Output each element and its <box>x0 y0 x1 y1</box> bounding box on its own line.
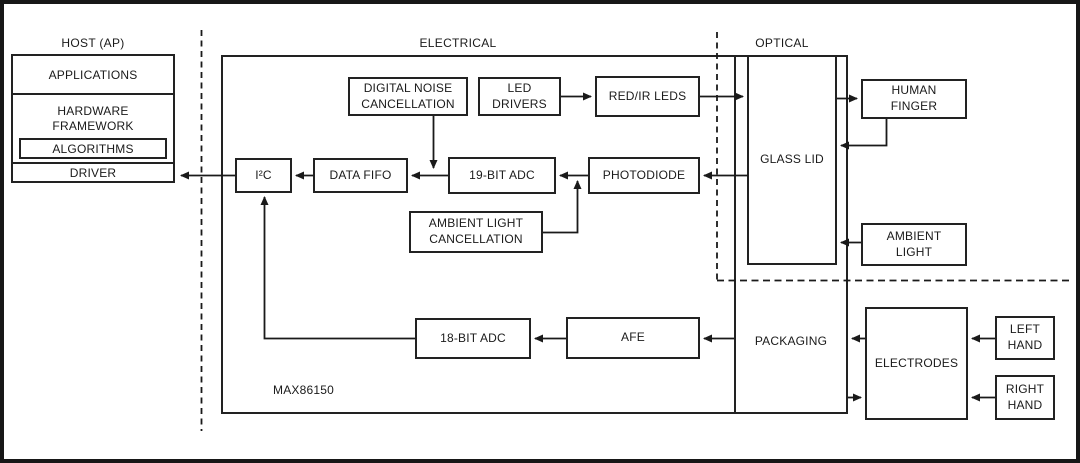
applications-block: APPLICATIONS <box>13 56 173 95</box>
hardware-framework-label: HARDWARE FRAMEWORK <box>52 103 134 134</box>
chip-name-label: MAX86150 <box>273 383 334 397</box>
led-drivers-block: LED DRIVERS <box>478 77 561 116</box>
data-fifo-block: DATA FIFO <box>313 158 408 193</box>
digital-noise-cancellation-block: DIGITAL NOISE CANCELLATION <box>348 77 468 116</box>
ambient-light-block: AMBIENT LIGHT <box>861 223 967 266</box>
red-ir-leds-block: RED/IR LEDS <box>595 76 700 117</box>
electrodes-block: ELECTRODES <box>865 307 968 420</box>
electrical-section-title: ELECTRICAL <box>419 36 497 50</box>
host-section-title: HOST (AP) <box>61 36 125 50</box>
packaging-label: PACKAGING <box>754 334 828 348</box>
algorithms-block: ALGORITHMS <box>19 138 167 159</box>
human-finger-block: HUMAN FINGER <box>861 79 967 119</box>
optical-section-title: OPTICAL <box>755 36 809 50</box>
left-hand-block: LEFT HAND <box>995 316 1055 360</box>
hardware-framework-block: HARDWARE FRAMEWORK ALGORITHMS <box>13 95 173 162</box>
host-block: APPLICATIONS HARDWARE FRAMEWORK ALGORITH… <box>11 54 175 183</box>
right-hand-block: RIGHT HAND <box>995 375 1055 420</box>
ambient-light-cancellation-block: AMBIENT LIGHT CANCELLATION <box>409 211 543 253</box>
i2c-block: I²C <box>235 158 292 193</box>
adc-19bit-block: 19-BIT ADC <box>448 157 556 194</box>
photodiode-block: PHOTODIODE <box>588 157 700 194</box>
glass-lid-block: GLASS LID <box>747 55 837 265</box>
driver-block: DRIVER <box>13 162 173 181</box>
afe-block: AFE <box>566 317 700 359</box>
adc-18bit-block: 18-BIT ADC <box>415 318 531 359</box>
